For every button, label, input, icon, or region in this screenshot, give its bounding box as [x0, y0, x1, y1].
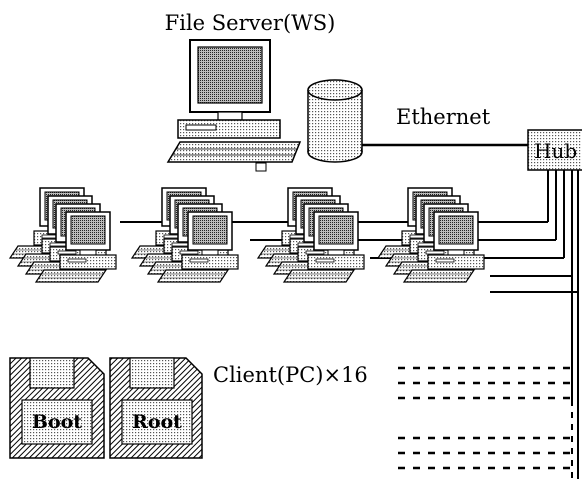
hub-label: Hub: [534, 139, 577, 163]
boot-disk-label: Boot: [32, 411, 82, 433]
client-group-2: [132, 188, 238, 282]
boot-floppy-icon: [9, 357, 105, 459]
hub-distribution-lines: [547, 170, 579, 479]
client-group-4: [378, 188, 484, 282]
root-floppy-icon: [109, 357, 203, 459]
continuation-dashes: [398, 366, 572, 470]
disk-cylinder-icon: [307, 79, 363, 163]
workstation-icon: [166, 39, 302, 172]
root-disk-label: Root: [132, 411, 182, 433]
client-group-3: [258, 188, 364, 282]
file-server-label: File Server(WS): [165, 11, 336, 35]
hub-box: [527, 129, 582, 171]
client-label: Client(PC)×16: [213, 363, 368, 387]
ethernet-label: Ethernet: [396, 105, 491, 129]
client-group-1: [10, 188, 116, 282]
